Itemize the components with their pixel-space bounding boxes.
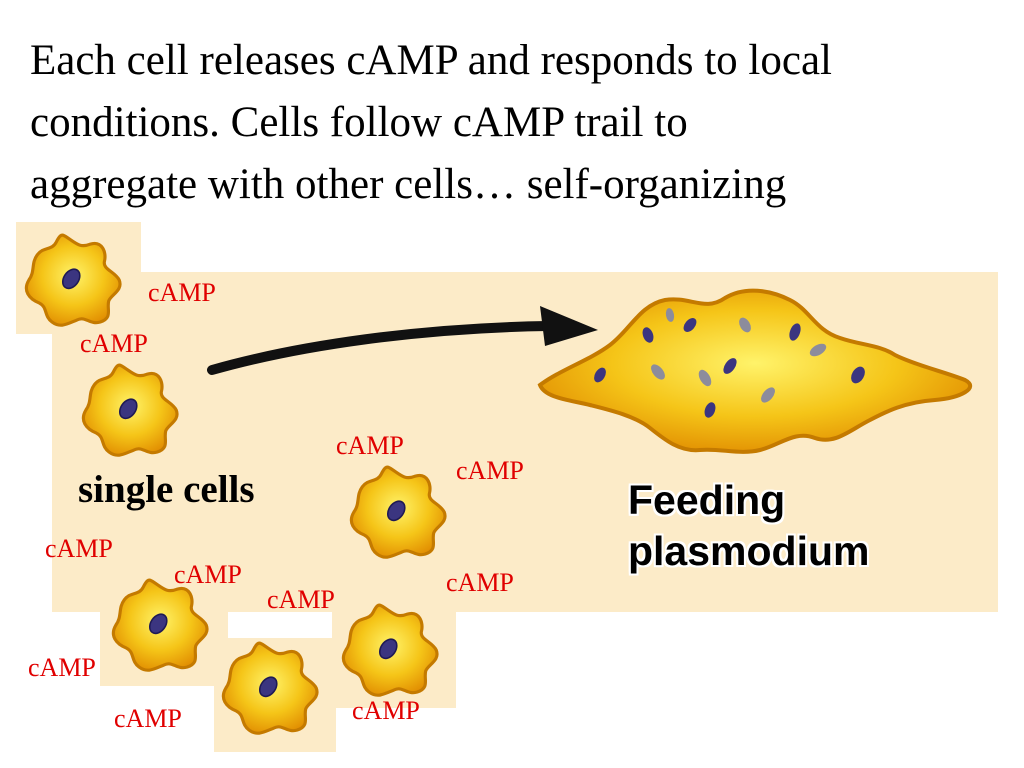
camp-label: cAMP — [80, 329, 148, 358]
feeding-label-line-2: plasmodium — [628, 528, 870, 574]
plasmodium-nucleus — [651, 364, 665, 380]
camp-label: cAMP — [114, 704, 182, 733]
title-line-3: aggregate with other cells… self-organiz… — [30, 161, 787, 208]
plasmodium-nucleus — [683, 318, 697, 332]
camp-label: cAMP — [28, 653, 96, 682]
camp-label: cAMP — [446, 568, 514, 597]
plasmodium-nucleus — [698, 369, 712, 387]
plasmodium-nucleus — [704, 402, 716, 418]
camp-label: cAMP — [336, 431, 404, 460]
camp-label: cAMP — [456, 456, 524, 485]
aggregation-arrow — [207, 321, 553, 375]
slide-title: Each cell releases cAMP and responds to … — [30, 30, 1005, 216]
plasmodium-blob — [537, 288, 973, 454]
camp-label: cAMP — [267, 585, 335, 614]
title-line-2: conditions. Cells follow cAMP trail to — [30, 99, 688, 146]
camp-label: cAMP — [174, 560, 242, 589]
camp-label: cAMP — [148, 278, 216, 307]
plasmodium-nucleus — [594, 367, 606, 383]
panel-gap — [228, 612, 332, 638]
plasmodium-nucleus — [761, 387, 775, 403]
feeding-plasmodium-label: Feeding plasmodium — [628, 475, 869, 577]
arrowhead — [540, 306, 598, 346]
camp-label: cAMP — [45, 534, 113, 563]
plasmodium-nucleus — [851, 366, 865, 384]
camp-label: cAMP — [352, 696, 420, 725]
plasmodium-nucleus — [642, 327, 654, 343]
plasmodium-nucleus — [809, 343, 827, 357]
single-cells-label: single cells — [78, 468, 255, 511]
plasmodium-nucleus — [665, 308, 675, 322]
title-line-1: Each cell releases cAMP and responds to … — [30, 37, 832, 84]
feeding-label-line-1: Feeding — [628, 477, 786, 523]
plasmodium-nucleus — [739, 317, 751, 333]
plasmodium-nucleus — [789, 323, 801, 341]
plasmodium-nucleus — [723, 358, 737, 374]
